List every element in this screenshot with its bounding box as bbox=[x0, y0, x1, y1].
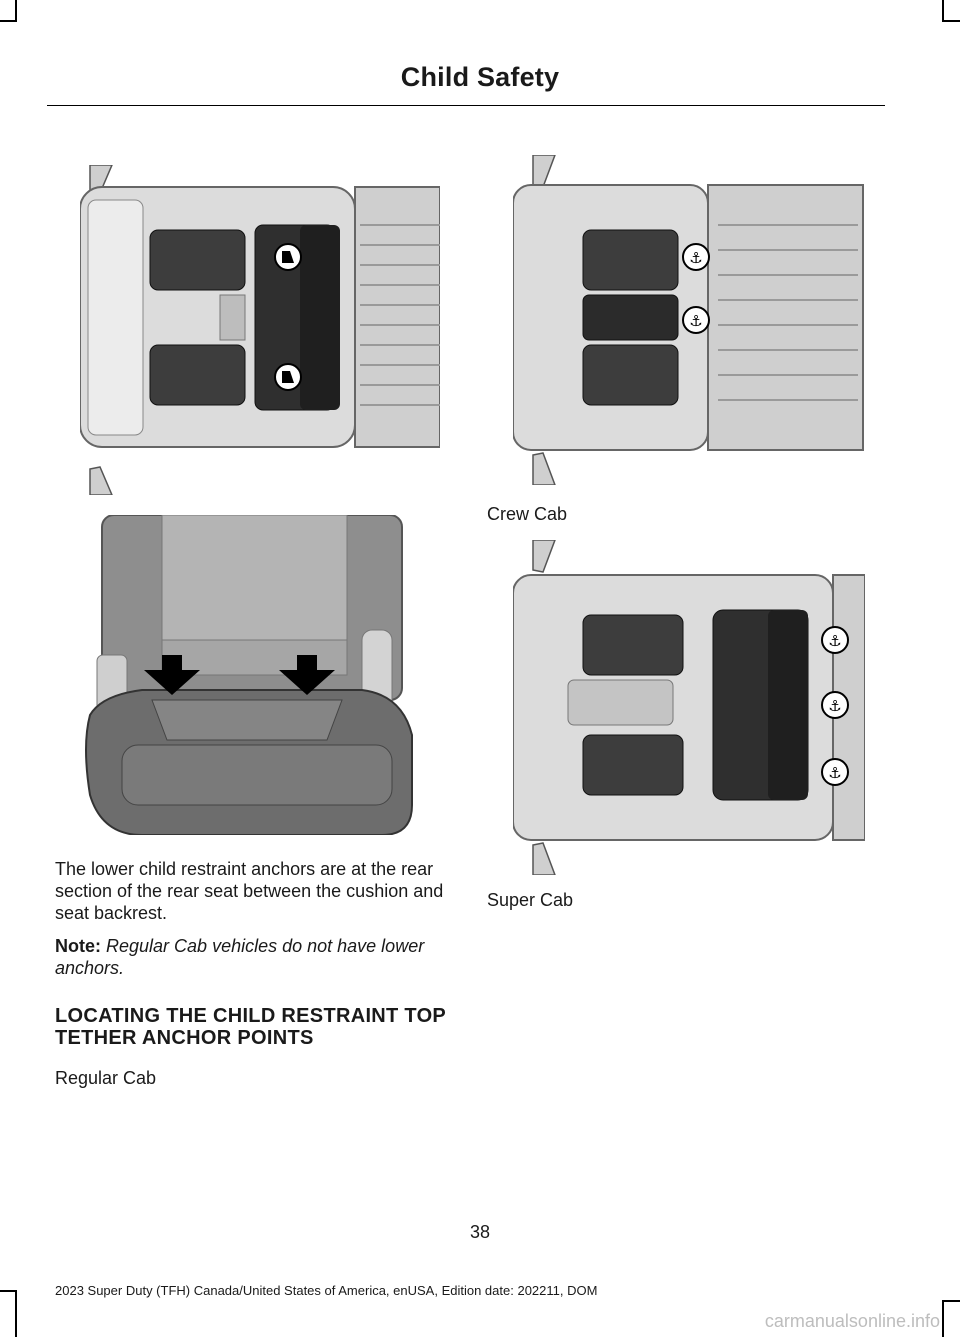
child-seat-anchor-icon bbox=[274, 363, 302, 391]
crop-mark bbox=[15, 1290, 17, 1337]
note-text: Regular Cab vehicles do not have lower a… bbox=[55, 936, 425, 978]
crop-mark bbox=[942, 1300, 960, 1302]
note-label: Note: bbox=[55, 936, 101, 956]
crop-mark bbox=[15, 0, 17, 22]
svg-text:⚓: ⚓ bbox=[689, 249, 702, 267]
crop-mark bbox=[942, 20, 960, 22]
note: Note: Regular Cab vehicles do not have l… bbox=[55, 935, 455, 979]
top-tether-anchor-icon: ⚓ bbox=[821, 758, 849, 786]
caption-regular-cab: Regular Cab bbox=[55, 1068, 157, 1088]
svg-text:⚓: ⚓ bbox=[828, 632, 841, 650]
child-seat-anchor-icon bbox=[274, 243, 302, 271]
top-tether-anchor-icon: ⚓ bbox=[821, 691, 849, 719]
page-number: 38 bbox=[469, 1222, 491, 1242]
caption-crew-cab: Crew Cab bbox=[487, 504, 568, 524]
super-cab-top-tether-illustration: ⚓ ⚓ ⚓ bbox=[513, 540, 865, 875]
down-arrow-icon bbox=[144, 655, 200, 695]
page-title: Child Safety bbox=[400, 62, 560, 92]
rear-seat-lower-anchor-closeup bbox=[82, 515, 417, 835]
top-tether-anchor-icon: ⚓ bbox=[682, 306, 710, 334]
crew-cab-top-tether-illustration: ⚓ ⚓ bbox=[513, 155, 865, 485]
svg-text:⚓: ⚓ bbox=[828, 697, 841, 715]
top-tether-anchor-icon: ⚓ bbox=[821, 626, 849, 654]
top-tether-anchor-icon: ⚓ bbox=[682, 243, 710, 271]
crop-mark bbox=[0, 1290, 17, 1292]
watermark: carmanualsonline.info bbox=[764, 1311, 940, 1331]
caption-super-cab: Super Cab bbox=[487, 890, 574, 910]
down-arrow-icon bbox=[279, 655, 335, 695]
footer-edition: 2023 Super Duty (TFH) Canada/United Stat… bbox=[55, 1283, 598, 1298]
lower-anchor-paragraph: The lower child restraint anchors are at… bbox=[55, 859, 444, 923]
crop-mark bbox=[942, 0, 944, 22]
crop-mark bbox=[942, 1300, 944, 1337]
regular-cab-lower-anchors-illustration bbox=[80, 165, 440, 495]
title-divider bbox=[47, 105, 885, 106]
svg-text:⚓: ⚓ bbox=[828, 764, 841, 782]
section-heading: LOCATING THE CHILD RESTRAINT TOP TETHER … bbox=[55, 1005, 446, 1049]
crop-mark bbox=[0, 20, 17, 22]
svg-text:⚓: ⚓ bbox=[689, 312, 702, 330]
